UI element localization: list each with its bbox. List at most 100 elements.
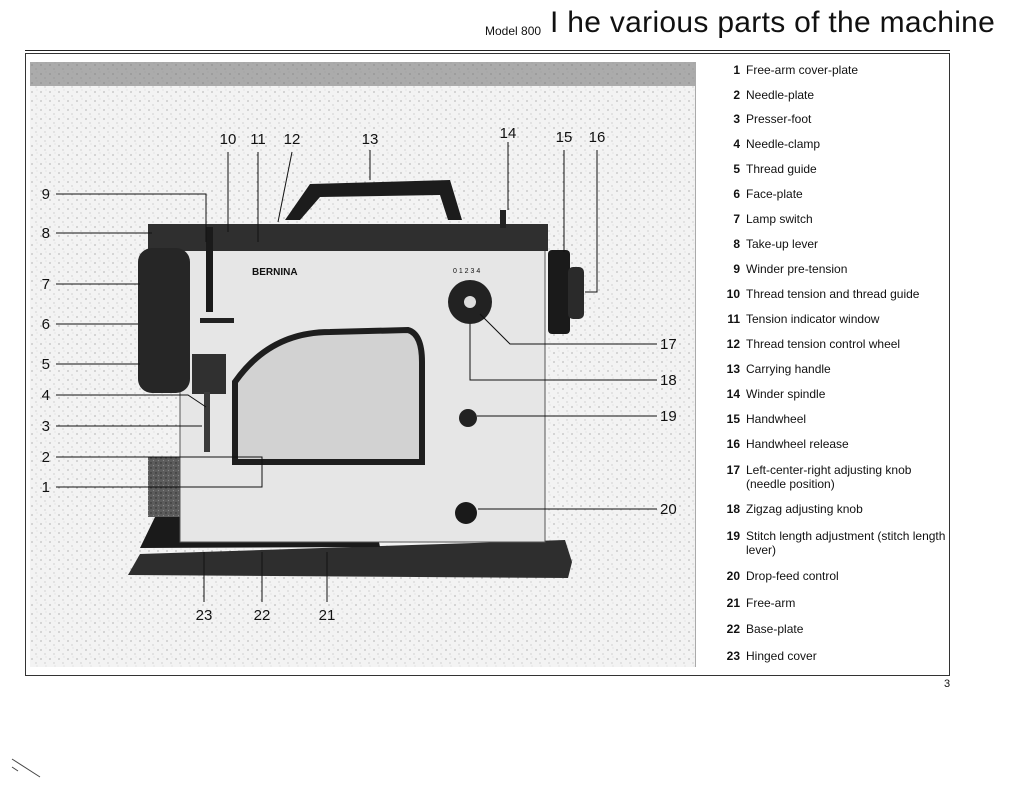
part-label: Take-up lever (746, 237, 819, 251)
part-label: Thread guide (746, 162, 817, 176)
part-label: Free-arm cover-plate (746, 63, 859, 77)
part-label: Needle-plate (746, 88, 815, 102)
winder-spindle-shape (500, 210, 506, 228)
part-number: 2 (733, 88, 740, 102)
part-number: 19 (726, 529, 740, 543)
part-number: 4 (733, 137, 740, 151)
callout-13: 13 (362, 131, 379, 148)
part-number: 15 (726, 412, 740, 426)
part-item: 15 Handwheel (715, 412, 947, 426)
handwheel-shape (548, 250, 570, 334)
part-label: Thread tension control wheel (746, 337, 901, 351)
face-plate-shape (138, 248, 190, 393)
sewing-machine-figure: BERNINA 0 1 2 3 4 (30, 62, 695, 667)
base-plate-shape (128, 540, 572, 578)
part-number: 17 (726, 463, 740, 477)
callout-10: 10 (220, 131, 237, 148)
callout-1: 1 (42, 479, 50, 496)
photo-top-shadow (30, 62, 695, 86)
callout-9: 9 (42, 186, 50, 203)
part-number: 16 (726, 437, 740, 451)
part-label: Winder spindle (746, 387, 826, 401)
part-number: 21 (726, 596, 740, 610)
lamp-switch-shape (200, 318, 234, 323)
part-item: 16 Handwheel release (715, 437, 947, 451)
callout-4: 4 (42, 387, 50, 404)
part-number: 18 (726, 502, 740, 516)
scan-mark (11, 758, 41, 778)
part-item: 21 Free-arm (715, 596, 947, 610)
zigzag-knob-center (464, 296, 476, 308)
model-label: Model 800 (485, 24, 542, 38)
callout-12: 12 (284, 131, 301, 148)
page-number: 3 (944, 678, 951, 690)
page-header: Model 800 I he various parts of the mach… (0, 6, 1024, 52)
part-label: Drop-feed control (746, 569, 839, 583)
sewing-machine-illustration: BERNINA 0 1 2 3 4 (30, 62, 695, 667)
part-number: 8 (733, 237, 740, 251)
part-item: 11 Tension indicator window (715, 312, 947, 326)
part-number: 22 (726, 622, 740, 636)
part-item: 1 Free-arm cover-plate (715, 63, 947, 77)
part-number: 11 (727, 312, 740, 326)
part-number: 14 (726, 387, 740, 401)
part-number: 7 (733, 212, 740, 226)
dial-numbers: 0 1 2 3 4 (453, 268, 480, 275)
needle-bar-shape (204, 392, 210, 452)
callout-19: 19 (660, 408, 677, 425)
callout-2: 2 (42, 449, 50, 466)
part-label: Zigzag adjusting knob (746, 502, 863, 516)
part-label: Needle-clamp (746, 137, 821, 151)
callout-14: 14 (500, 125, 517, 142)
callout-5: 5 (42, 356, 50, 373)
callout-17: 17 (660, 336, 677, 353)
callout-8: 8 (42, 225, 50, 242)
part-number: 20 (726, 569, 740, 583)
callout-22: 22 (254, 607, 271, 624)
part-item: 2 Needle-plate (715, 88, 947, 102)
leader-lines (56, 142, 657, 602)
part-label: Handwheel release (746, 437, 849, 451)
part-label: Left-center-right adjusting knob (needle… (746, 463, 912, 491)
part-item: 20 Drop-feed control (715, 569, 947, 583)
part-number: 5 (733, 162, 740, 176)
part-number: 10 (726, 287, 740, 301)
take-up-lever-shape (206, 227, 213, 312)
handwheel-release-shape (568, 267, 584, 319)
part-item: 17 Left-center-right adjusting knob (need… (715, 463, 947, 491)
part-label: Base-plate (746, 622, 804, 636)
callout-15: 15 (556, 129, 573, 146)
part-label: Winder pre-tension (746, 262, 848, 276)
part-number: 3 (733, 112, 740, 126)
stitch-length-lever-shape (459, 409, 477, 427)
callout-6: 6 (42, 316, 50, 333)
page-title: I he various parts of the machine (550, 6, 996, 39)
callout-21: 21 (319, 607, 336, 624)
callout-7: 7 (42, 276, 50, 293)
part-label: Handwheel (746, 412, 807, 426)
part-item: 8 Take-up lever (715, 237, 947, 251)
part-number: 9 (733, 262, 740, 276)
part-label: Hinged cover (746, 649, 817, 663)
part-number: 13 (726, 362, 740, 376)
part-item: 22 Base-plate (715, 622, 947, 636)
part-item: 13 Carrying handle (715, 362, 947, 376)
callout-18: 18 (660, 372, 677, 389)
part-label: Tension indicator window (746, 312, 880, 326)
part-number: 23 (726, 649, 740, 663)
bernina-logo: BERNINA (252, 267, 298, 278)
part-number: 1 (733, 63, 740, 77)
top-cover-shape (148, 224, 548, 251)
callout-20: 20 (660, 501, 677, 518)
callout-16: 16 (589, 129, 606, 146)
part-item: 14 Winder spindle (715, 387, 947, 401)
part-label: Free-arm (746, 596, 796, 610)
arm-opening-shape (232, 326, 425, 465)
part-label: Carrying handle (746, 362, 831, 376)
header-rule (25, 50, 950, 51)
